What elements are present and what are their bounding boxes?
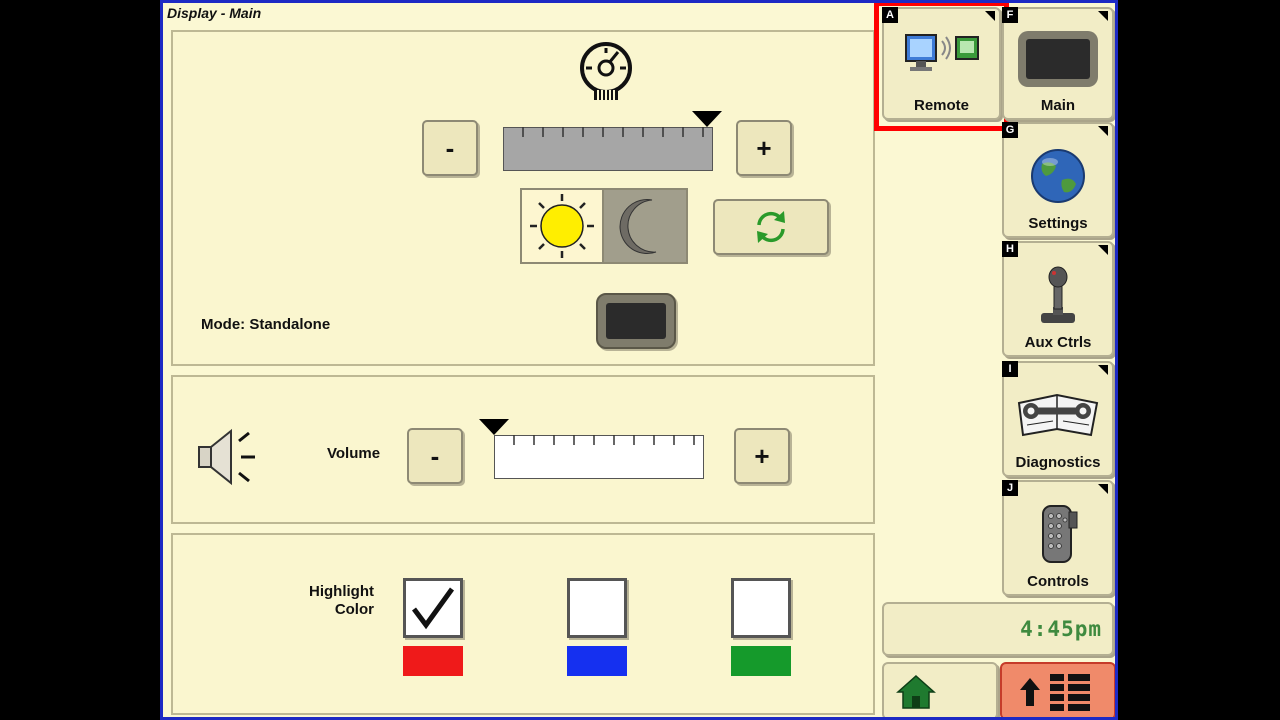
softkey-diagnostics[interactable]: I Diagnostics: [1002, 361, 1114, 477]
clock-time: 4:45pm: [1020, 617, 1102, 641]
brightness-decrease-button[interactable]: -: [422, 120, 478, 176]
softkey-corner-marker: [1098, 245, 1108, 255]
softkey-corner-marker: [1098, 365, 1108, 375]
volume-slider-track: [494, 435, 704, 479]
highlight-option-red-checkbox[interactable]: [403, 578, 463, 638]
globe-icon: [1031, 149, 1085, 203]
softkey-corner-marker: [1098, 126, 1108, 136]
highlight-option-green-checkbox[interactable]: [731, 578, 791, 638]
volume-panel: Volume - +: [171, 375, 875, 524]
highlight-label-line2: Color: [334, 601, 374, 618]
softkey-letter: J: [1002, 480, 1018, 496]
refresh-icon: [757, 211, 785, 243]
screen-title: Display - Main: [167, 5, 262, 21]
menu-up-icon: [1020, 674, 1090, 711]
softkey-aux-ctrls-label: Aux Ctrls: [1024, 334, 1092, 351]
display-main-screen: Display - Main -: [160, 0, 1118, 720]
joystick-icon: [1041, 266, 1075, 323]
brightness-increase-button[interactable]: +: [736, 120, 792, 176]
softkey-settings[interactable]: G Settings: [1002, 122, 1114, 238]
softkey-letter: F: [1002, 7, 1018, 23]
monitor-icon: [606, 303, 666, 339]
volume-slider[interactable]: [479, 419, 704, 479]
softkey-letter: A: [882, 7, 898, 23]
softkey-letter: I: [1002, 361, 1018, 377]
refresh-button[interactable]: [713, 199, 829, 255]
volume-increase-button[interactable]: +: [734, 428, 790, 484]
softkey-main[interactable]: F Main: [1002, 7, 1114, 120]
sun-icon: [530, 194, 594, 258]
handheld-controller-icon: [1042, 505, 1078, 563]
menu-button[interactable]: [1000, 662, 1115, 717]
softkey-remote[interactable]: A Remote: [882, 7, 1001, 120]
brightness-slider-track: [503, 127, 713, 171]
softkey-remote-label: Remote: [913, 97, 969, 114]
volume-decrease-button[interactable]: -: [407, 428, 463, 484]
highlight-color-label: Highlight Color: [309, 583, 374, 619]
home-icon: [896, 674, 936, 709]
brightness-slider[interactable]: [503, 111, 722, 171]
highlight-label-line1: Highlight: [309, 583, 374, 600]
highlight-option-blue-checkbox[interactable]: [567, 578, 627, 638]
highlight-green-swatch: [731, 646, 791, 676]
display-settings-panel: - +: [171, 30, 875, 366]
softkey-corner-marker: [1098, 484, 1108, 494]
highlight-red-swatch: [403, 646, 463, 676]
softkey-settings-label: Settings: [1028, 215, 1088, 232]
softkey-controls[interactable]: J Controls: [1002, 480, 1114, 596]
speaker-icon: [198, 428, 255, 486]
softkey-diagnostics-label: Diagnostics: [1015, 454, 1101, 471]
softkey-corner-marker: [985, 11, 995, 21]
softkey-controls-label: Controls: [1027, 573, 1089, 590]
home-button[interactable]: [882, 662, 998, 717]
highlight-blue-swatch: [567, 646, 627, 676]
softkey-aux-ctrls[interactable]: H Aux Ctrls: [1002, 241, 1114, 357]
gauge-icon: [580, 42, 632, 100]
remote-display-icon: [904, 34, 979, 71]
mode-status: Mode: Standalone: [201, 316, 331, 333]
highlight-color-panel: Highlight Color: [171, 533, 875, 715]
day-mode-button[interactable]: [520, 188, 604, 264]
softkey-letter: H: [1002, 241, 1018, 257]
softkey-main-label: Main: [1040, 97, 1076, 114]
wrench-manual-icon: [1017, 393, 1099, 437]
moon-icon: [619, 199, 657, 255]
checkmark-icon: [412, 587, 455, 630]
main-display-icon: [1018, 31, 1098, 87]
softkey-corner-marker: [1098, 11, 1108, 21]
display-monitor-button[interactable]: [596, 293, 676, 349]
volume-slider-marker[interactable]: [479, 419, 509, 435]
night-mode-button[interactable]: [604, 188, 688, 264]
brightness-slider-marker[interactable]: [691, 111, 722, 127]
softkey-letter: G: [1002, 122, 1018, 138]
clock-display: 4:45pm: [882, 602, 1114, 656]
volume-label: Volume: [327, 445, 381, 462]
